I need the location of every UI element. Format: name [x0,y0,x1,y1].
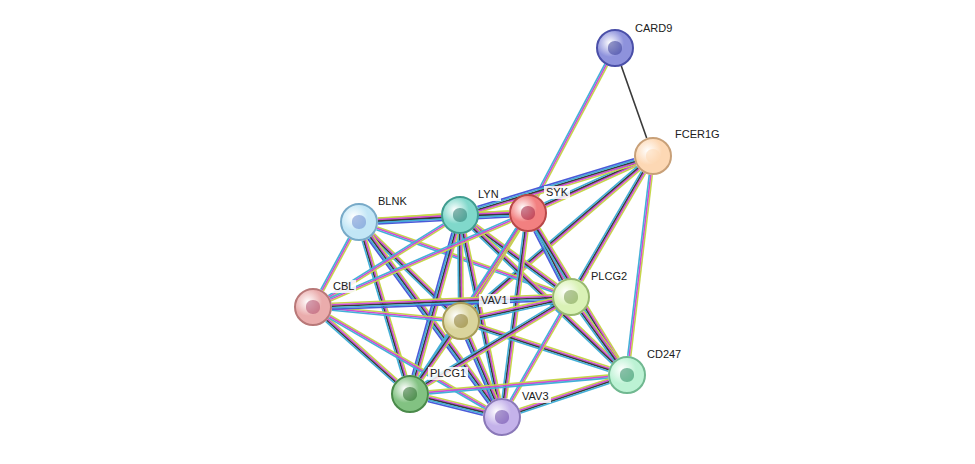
evidence-strand [326,321,395,383]
protein-node: PLCG2 [552,278,590,316]
node-label: CARD9 [633,22,674,35]
structure-icon [646,149,661,163]
protein-node: SYK [509,194,547,232]
node-label: VAV1 [479,294,510,307]
protein-node: VAV3 [483,398,521,436]
protein-circle [442,302,480,340]
evidence-strand [584,311,618,358]
evidence-strand [479,163,636,211]
protein-node: FCER1G [634,137,672,175]
protein-node: VAV1 [442,302,480,340]
structure-icon [521,206,536,220]
structure-icon [564,290,579,304]
interaction-edge [621,66,646,138]
structure-icon [453,208,468,222]
evidence-strand [511,313,561,400]
protein-node: BLNK [340,203,378,241]
structure-icon [495,410,510,424]
evidence-strand [579,171,642,279]
interaction-edge [580,311,617,361]
evidence-strand [505,232,526,398]
interaction-edge [502,232,528,399]
node-label: CBL [331,280,356,293]
evidence-strand [519,379,608,409]
evidence-strand [504,232,525,398]
protein-circle [552,278,590,316]
evidence-strand [581,313,615,360]
evidence-strand [521,383,610,413]
node-label: VAV3 [520,390,551,403]
evidence-strand [477,159,634,207]
node-label: CD247 [645,348,683,361]
protein-node: LYN [441,196,479,234]
interaction-edge [477,159,635,213]
evidence-strand [580,314,614,361]
evidence-strand [428,400,483,414]
protein-node: CBL [294,288,332,326]
protein-circle [391,375,429,413]
interaction-edge [534,229,565,282]
evidence-strand [473,230,520,306]
evidence-strand [478,162,635,210]
protein-circle [483,398,521,436]
evidence-strand [629,175,651,356]
interaction-edge [510,313,563,402]
evidence-strand [631,175,653,356]
structure-icon [608,41,623,55]
evidence-strand [539,229,618,359]
evidence-strand [479,214,509,216]
evidence-strand [479,215,509,217]
evidence-strand [520,382,609,412]
evidence-strand [332,309,442,319]
interaction-edge [628,175,652,357]
evidence-strand [520,380,609,410]
protein-circle [441,196,479,234]
node-label: FCER1G [673,128,722,141]
node-label: LYN [476,188,501,201]
evidence-strand [502,232,523,398]
protein-circle [634,137,672,175]
protein-circle [608,356,646,394]
evidence-strand [628,175,650,356]
evidence-strand [479,211,509,213]
structure-icon [454,314,469,328]
protein-circle [596,29,634,67]
protein-node: PLCG1 [391,375,429,413]
interaction-edge [479,211,509,216]
evidence-strand [428,399,483,413]
node-label: BLNK [376,195,409,208]
evidence-strand [479,212,509,214]
structure-icon [352,215,367,229]
interaction-edge [519,379,609,413]
evidence-strand [621,66,646,138]
evidence-strand [583,312,617,359]
evidence-strand [332,310,442,320]
protein-node: CD247 [608,356,646,394]
evidence-strand [513,314,563,401]
protein-node: CARD9 [596,29,634,67]
protein-circle [509,194,547,232]
node-label: SYK [544,186,570,199]
structure-icon [306,300,321,314]
evidence-strand [428,402,483,416]
node-label: PLCG1 [428,367,468,380]
structure-icon [620,368,635,382]
evidence-strand [540,228,619,358]
evidence-strand [478,160,635,208]
evidence-strand [478,329,608,371]
interaction-edge [428,396,485,416]
protein-circle [294,288,332,326]
protein-circle [340,203,378,241]
structure-icon [403,387,418,401]
node-label: PLCG2 [589,270,629,283]
